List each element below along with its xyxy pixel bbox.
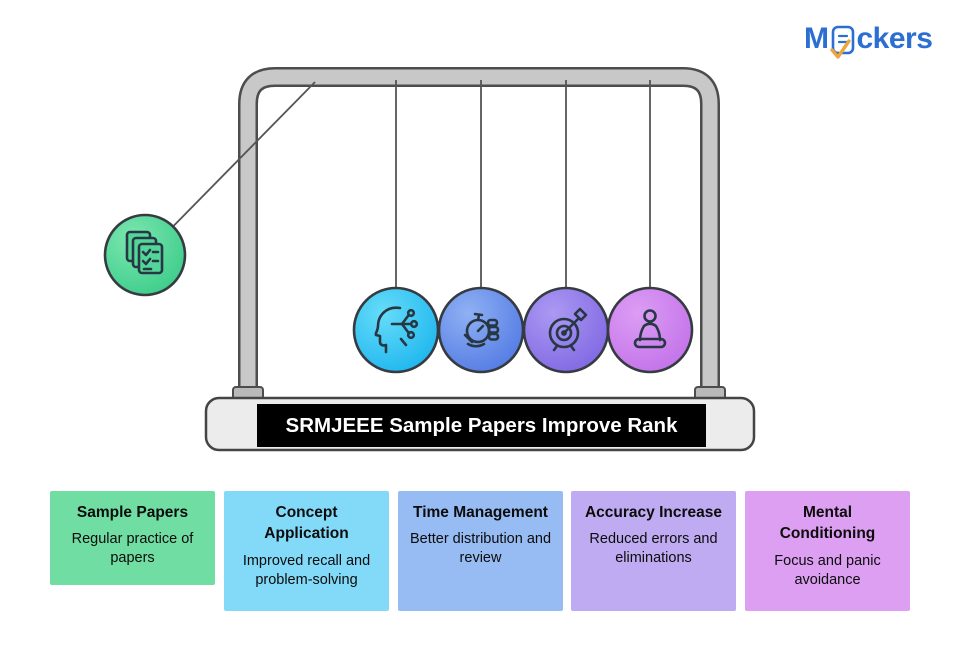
target-arrow-icon [548, 307, 588, 352]
mockers-logo: M ckers [804, 22, 933, 59]
card-title: Concept Application [264, 504, 349, 543]
mental-conditioning-ball [606, 286, 694, 374]
card-concept-application: Concept Application Improved recall and … [224, 491, 389, 611]
card-description: Improved recall and problem-solving [242, 552, 371, 588]
time-management-ball [437, 286, 525, 374]
card-sample-papers: Sample Papers Regular practice of papers [50, 491, 215, 585]
card-title: Time Management [413, 504, 548, 521]
check-mark [829, 39, 851, 59]
fist-stopwatch-icon [463, 312, 500, 348]
card-title: Accuracy Increase [584, 504, 722, 521]
cradle-frame [238, 67, 720, 402]
meditation-icon [633, 309, 667, 349]
banner-title: SRMJEEE Sample Papers Improve Rank [285, 413, 678, 437]
papers-checklist-icon [125, 230, 164, 275]
card-description: Focus and panic avoidance [774, 552, 881, 588]
card-title: Mental Conditioning [779, 504, 876, 543]
logo-text-suffix: ckers [856, 22, 933, 55]
card-description: Reduced errors and eliminations [589, 531, 718, 567]
accuracy-increase-ball [522, 286, 610, 374]
sample-papers-ball [103, 213, 187, 297]
card-description: Regular practice of papers [71, 531, 194, 567]
document-check-icon [829, 25, 854, 59]
card-time-management: Time Management Better distribution and … [398, 491, 563, 611]
card-accuracy-increase: Accuracy Increase Reduced errors and eli… [571, 491, 736, 611]
card-title: Sample Papers [76, 504, 189, 521]
concept-application-ball [352, 286, 440, 374]
banner: SRMJEEE Sample Papers Improve Rank [257, 404, 706, 447]
logo-text-prefix: M [804, 22, 829, 55]
head-network-icon [374, 306, 419, 354]
card-mental-conditioning: Mental Conditioning Focus and panic avoi… [745, 491, 910, 611]
card-description: Better distribution and review [409, 531, 552, 567]
